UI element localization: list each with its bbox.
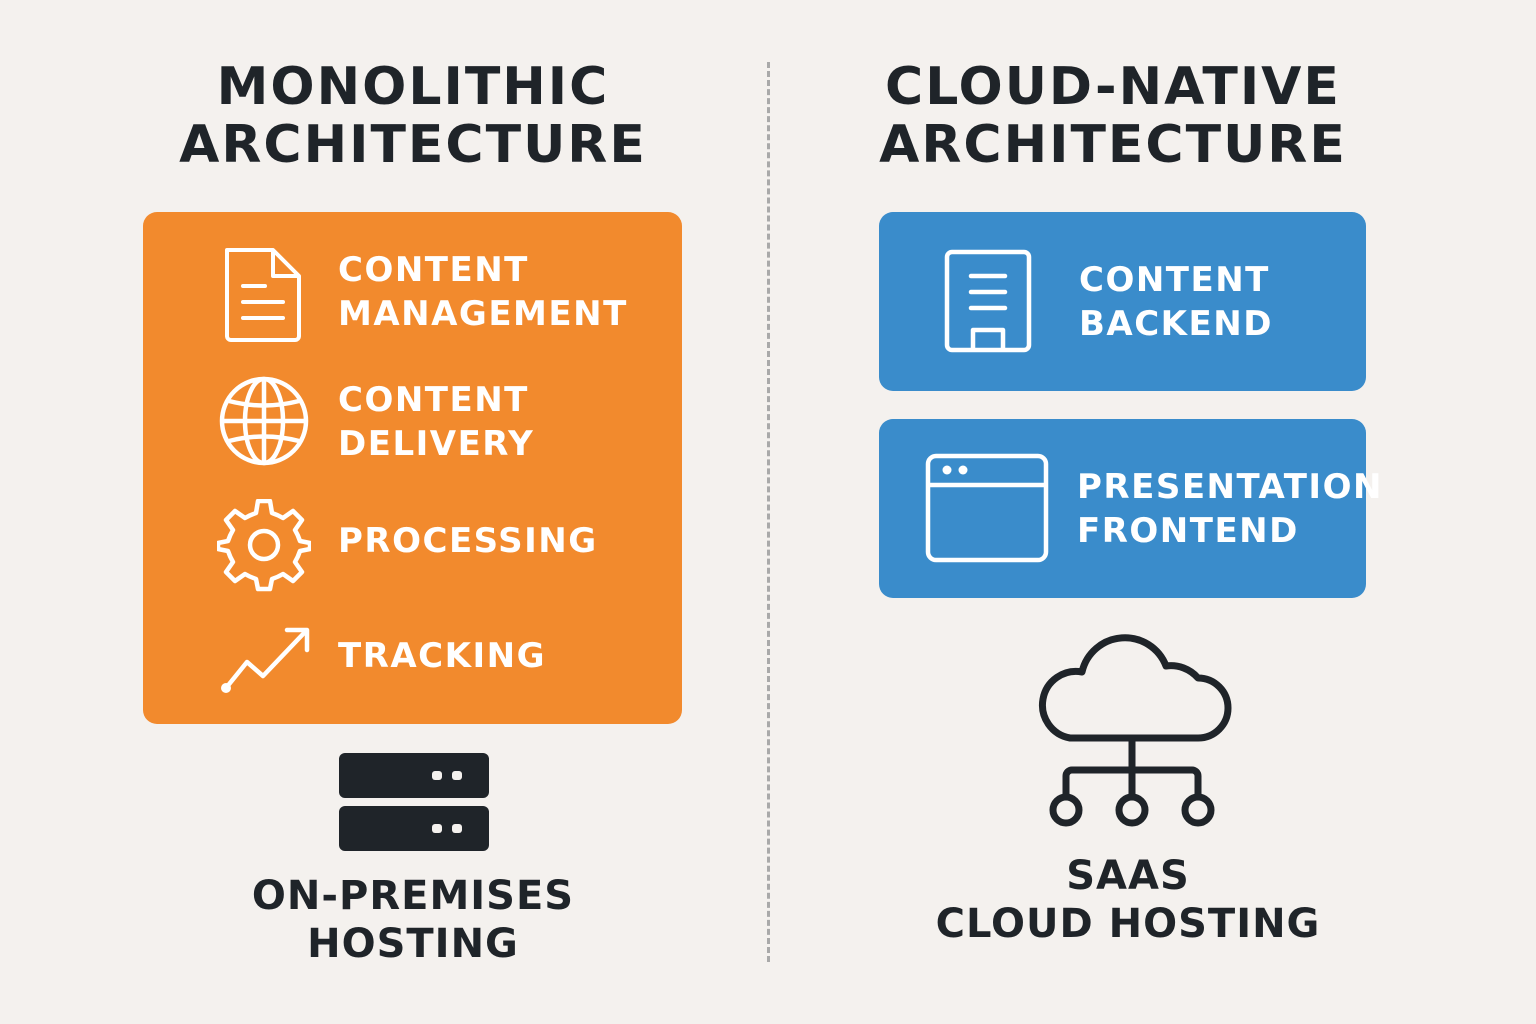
on-premises-hosting-label: ON-PREMISES HOSTING (213, 872, 613, 968)
cloud-native-title-line1: CLOUD-NATIVE (885, 57, 1341, 117)
label-line1: CONTENT (338, 250, 529, 290)
gear-icon (217, 499, 311, 592)
column-divider (767, 62, 770, 962)
monolithic-item-label: PROCESSING (338, 519, 598, 563)
browser-window-icon (925, 453, 1049, 563)
label-line1: PRESENTATION (1077, 467, 1383, 507)
monolithic-title: MONOLITHIC ARCHITECTURE (110, 58, 716, 174)
hosting-line1: ON-PREMISES (251, 873, 575, 919)
cloud-network-icon (1038, 634, 1232, 827)
label-line2: DELIVERY (338, 424, 535, 464)
label-line1: TRACKING (338, 636, 546, 676)
hosting-line2: CLOUD HOSTING (935, 901, 1321, 947)
monolithic-item-tracking: TRACKING (143, 620, 682, 700)
monolithic-box: CONTENT MANAGEMENT CONTENT DELIVERY PROC… (143, 212, 682, 724)
trend-up-icon (221, 627, 310, 693)
label-line2: BACKEND (1079, 304, 1273, 344)
globe-icon (219, 376, 309, 466)
monolithic-item-processing: PROCESSING (143, 497, 682, 597)
server-icon (339, 753, 489, 851)
hosting-line2: HOSTING (307, 921, 519, 967)
cloud-native-title: CLOUD-NATIVE ARCHITECTURE (810, 58, 1416, 174)
monolithic-item-content-management: CONTENT MANAGEMENT (143, 242, 682, 342)
backend-document-icon (944, 249, 1032, 353)
hosting-line1: SAAS (1066, 853, 1190, 899)
monolithic-item-label: CONTENT MANAGEMENT (338, 248, 628, 336)
presentation-frontend-label: PRESENTATION FRONTEND (1077, 465, 1383, 553)
document-icon (225, 248, 301, 342)
label-line1: CONTENT (338, 380, 529, 420)
monolithic-item-label: CONTENT DELIVERY (338, 378, 534, 466)
label-line1: CONTENT (1079, 260, 1270, 300)
cloud-native-title-line2: ARCHITECTURE (879, 115, 1347, 175)
saas-cloud-hosting-label: SAAS CLOUD HOSTING (900, 852, 1356, 948)
content-backend-label: CONTENT BACKEND (1079, 258, 1273, 346)
monolithic-title-line1: MONOLITHIC (216, 57, 610, 117)
monolithic-title-line2: ARCHITECTURE (179, 115, 647, 175)
label-line2: MANAGEMENT (338, 294, 628, 334)
label-line1: PROCESSING (338, 521, 598, 561)
label-line2: FRONTEND (1077, 511, 1299, 551)
monolithic-item-content-delivery: CONTENT DELIVERY (143, 372, 682, 472)
monolithic-item-label: TRACKING (338, 634, 546, 678)
presentation-frontend-box: PRESENTATION FRONTEND (879, 419, 1381, 598)
content-backend-box: CONTENT BACKEND (879, 212, 1366, 391)
